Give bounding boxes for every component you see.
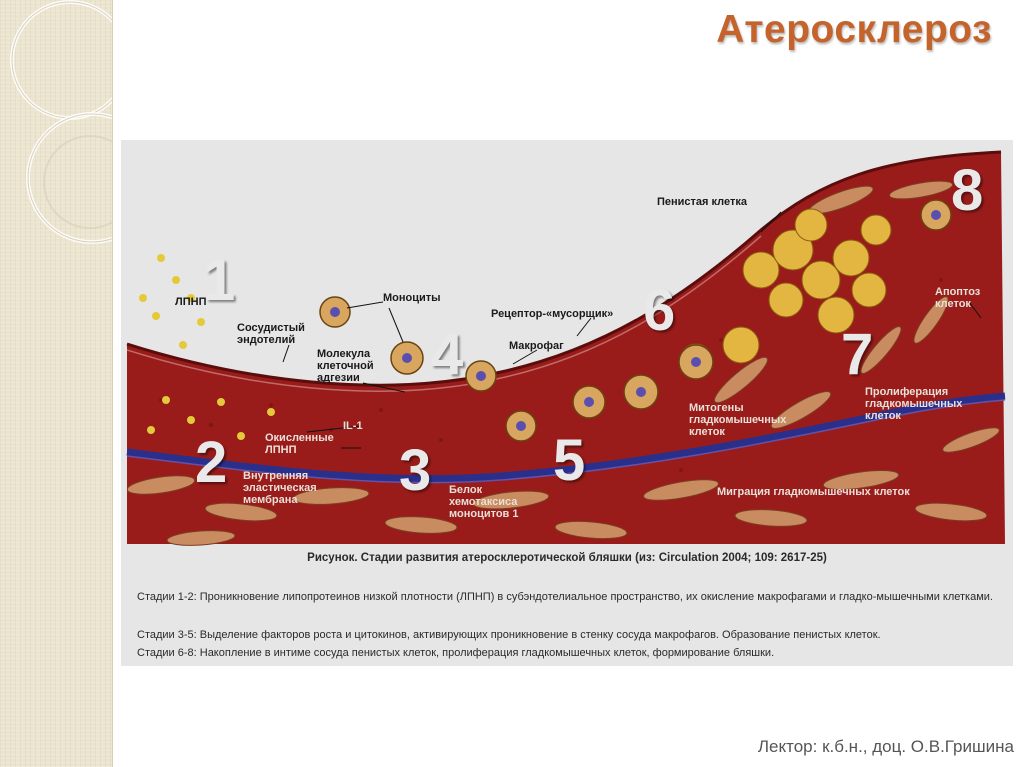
- decorative-sidebar: [0, 0, 113, 767]
- label-monocytes: Моноциты: [383, 292, 441, 304]
- label-oxidized-ldl: Окисленные ЛПНП: [265, 432, 334, 456]
- stage-number-5: 5: [553, 432, 585, 490]
- stage-description-3-5: Стадии 3-5: Выделение факторов роста и ц…: [137, 628, 1003, 642]
- label-endothelium: Сосудистый эндотелий: [237, 322, 305, 346]
- label-apoptosis: Апоптоз клеток: [935, 286, 980, 310]
- label-adhesion: Молекула клеточной адгезии: [317, 348, 374, 384]
- label-proliferation: Пролиферация гладкомышечных клеток: [865, 386, 962, 422]
- stage-number-3: 3: [399, 442, 431, 500]
- label-foam-cell: Пенистая клетка: [657, 196, 747, 208]
- label-ldl: ЛПНП: [175, 296, 206, 308]
- label-chemotaxis: Белок хемотаксиса моноцитов 1: [449, 484, 519, 520]
- sidebar-circles-decoration: [0, 0, 112, 767]
- label-elastic-membrane: Внутренняя эластическая мембрана: [243, 470, 317, 506]
- stage-number-4: 4: [431, 326, 463, 384]
- figure-caption: Рисунок. Стадии развития атеросклеротиче…: [121, 552, 1013, 564]
- stage-number-2: 2: [195, 434, 227, 492]
- label-il1: IL-1: [343, 420, 363, 432]
- lecturer-footer: Лектор: к.б.н., доц. О.В.Гришина: [758, 737, 1014, 757]
- stage-number-6: 6: [643, 282, 675, 340]
- stage-number-7: 7: [841, 326, 873, 384]
- stage-description-1-2: Стадии 1-2: Проникновение липопротеинов …: [137, 590, 1003, 604]
- stage-description-6-8: Стадии 6-8: Накопление в интиме сосуда п…: [137, 646, 1003, 660]
- atherosclerosis-figure: 1 2 3 4 5 6 7 8 ЛПНП Сосудистый эндотели…: [121, 140, 1013, 666]
- slide-title: Атеросклероз: [716, 8, 992, 52]
- label-mitogens: Митогены гладкомышечных клеток: [689, 402, 786, 438]
- stage-number-1: 1: [203, 252, 235, 310]
- stage-number-8: 8: [951, 162, 983, 220]
- label-scavenger-receptor: Рецептор-«мусорщик»: [491, 308, 613, 320]
- label-migration: Миграция гладкомышечных клеток: [717, 486, 910, 498]
- label-macrophage: Макрофаг: [509, 340, 564, 352]
